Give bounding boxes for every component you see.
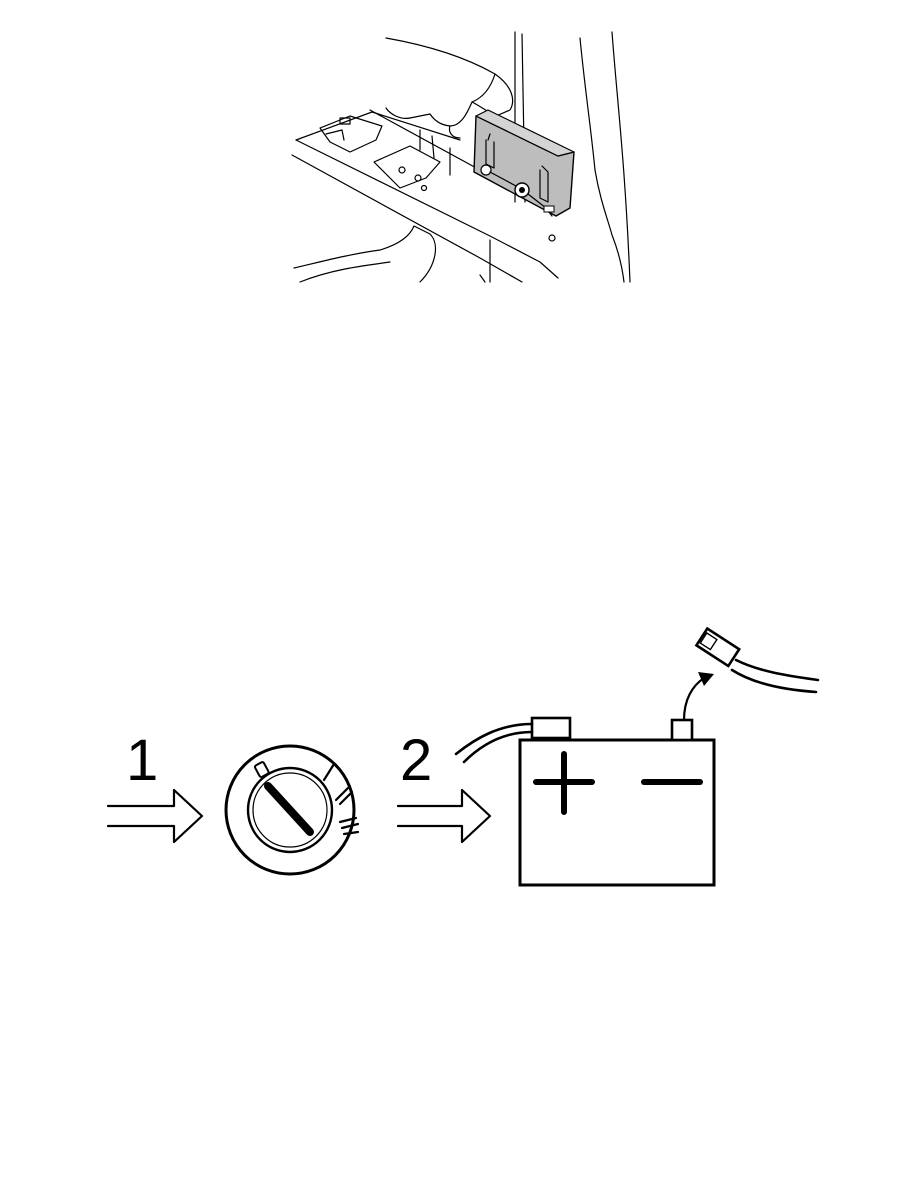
position-III-mark xyxy=(338,816,360,836)
battery-body xyxy=(518,738,716,887)
arrow-2 xyxy=(396,788,492,844)
battery-disconnect-svg: 1 2 + − xyxy=(106,626,820,887)
positive-cable xyxy=(454,722,534,764)
position-II-mark xyxy=(334,786,354,806)
left-bracket-detail xyxy=(325,129,345,141)
side-panel-lower-lines xyxy=(479,239,491,283)
fuse-box-top xyxy=(475,109,575,157)
disconnect-arrow-head xyxy=(698,672,714,686)
battery-disconnect-steps: 1 2 + − xyxy=(100,620,830,895)
connector-block xyxy=(543,205,555,213)
hand-outline xyxy=(385,37,514,127)
bolt-hole-2 xyxy=(414,174,422,182)
middle-bracket xyxy=(373,145,441,189)
fuse-box-removal-svg xyxy=(291,31,631,283)
disconnect-arrow-stem xyxy=(682,676,706,722)
left-bracket xyxy=(319,115,383,153)
positive-terminal xyxy=(530,716,572,740)
ignition-inner-ring-2 xyxy=(252,772,328,848)
ground-point xyxy=(548,234,556,242)
fuse-box-removal-illustration xyxy=(290,30,631,283)
battery: + − xyxy=(454,626,820,887)
step-2-label: 2 xyxy=(400,728,432,793)
negative-cable xyxy=(730,658,820,694)
position-0-mark xyxy=(254,761,270,778)
floor-edge-lower xyxy=(291,154,523,283)
terminal-nut xyxy=(480,164,492,176)
bolt-hole-1 xyxy=(398,166,406,174)
floor-rib-lines xyxy=(419,129,451,176)
position-I-mark xyxy=(322,762,336,782)
ignition-key-slot xyxy=(264,782,314,836)
small-tab-1 xyxy=(339,117,351,125)
lower-left-panel xyxy=(293,225,437,283)
hand-detail xyxy=(448,73,496,139)
terminal-bolt-center xyxy=(519,187,525,193)
arrow-1 xyxy=(106,788,204,844)
floor-edge-upper xyxy=(295,139,559,279)
ignition-switch xyxy=(224,744,360,876)
positive-symbol xyxy=(533,751,595,815)
lower-left-curve xyxy=(299,261,391,283)
side-panel-curve xyxy=(579,37,625,283)
negative-terminal xyxy=(670,718,694,742)
fuse-box-clips xyxy=(485,133,549,203)
step-1-label: 1 xyxy=(126,728,158,793)
negative-cable-clamp xyxy=(694,626,741,668)
bolt-hole-3 xyxy=(420,184,428,192)
